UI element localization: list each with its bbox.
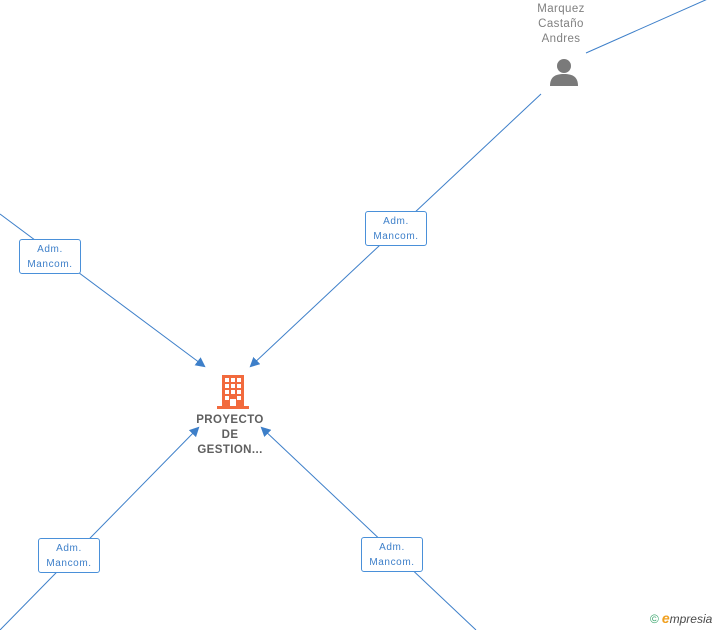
- company-name-line2: DE: [221, 429, 239, 441]
- edge-label-line1: Adm.: [56, 543, 82, 554]
- edge-label-role[interactable]: Adm. Mancom.: [365, 211, 427, 246]
- company-name[interactable]: PROYECTO DE GESTION...: [183, 413, 277, 458]
- person-icon[interactable]: [548, 57, 580, 87]
- brand-initial: e: [661, 610, 670, 626]
- company-name-line1: PROYECTO: [196, 414, 264, 426]
- edge-label-line2: Mancom.: [373, 231, 419, 242]
- edge-label-line1: Adm.: [379, 542, 405, 553]
- edge-label-line2: Mancom.: [369, 557, 415, 568]
- edge-person-offscreen: [585, 0, 707, 54]
- edge-label-line1: Adm.: [37, 244, 63, 255]
- person-name-line1: Marquez: [537, 3, 585, 15]
- edge-left-bottom-to-company: [0, 426, 200, 630]
- edge-label-line1: Adm.: [383, 216, 409, 227]
- brand-name: mpresia: [669, 612, 713, 626]
- edge-label-role[interactable]: Adm. Mancom.: [361, 537, 423, 572]
- company-name-line3: GESTION...: [197, 444, 263, 456]
- person-name[interactable]: Marquez Castaño Andres: [528, 2, 594, 47]
- edge-right-bottom-to-company: [260, 426, 477, 630]
- edge-label-role[interactable]: Adm. Mancom.: [19, 239, 81, 274]
- building-icon[interactable]: [216, 374, 250, 410]
- edge-label-role[interactable]: Adm. Mancom.: [38, 538, 100, 573]
- copyright-symbol: ©: [650, 612, 659, 626]
- person-name-line2: Castaño: [538, 18, 584, 30]
- empresia-watermark: ©empresia: [650, 610, 712, 626]
- edge-label-line2: Mancom.: [27, 259, 73, 270]
- edge-left-top-to-company: [0, 213, 206, 368]
- edge-label-line2: Mancom.: [46, 558, 92, 569]
- person-name-line3: Andres: [541, 33, 581, 45]
